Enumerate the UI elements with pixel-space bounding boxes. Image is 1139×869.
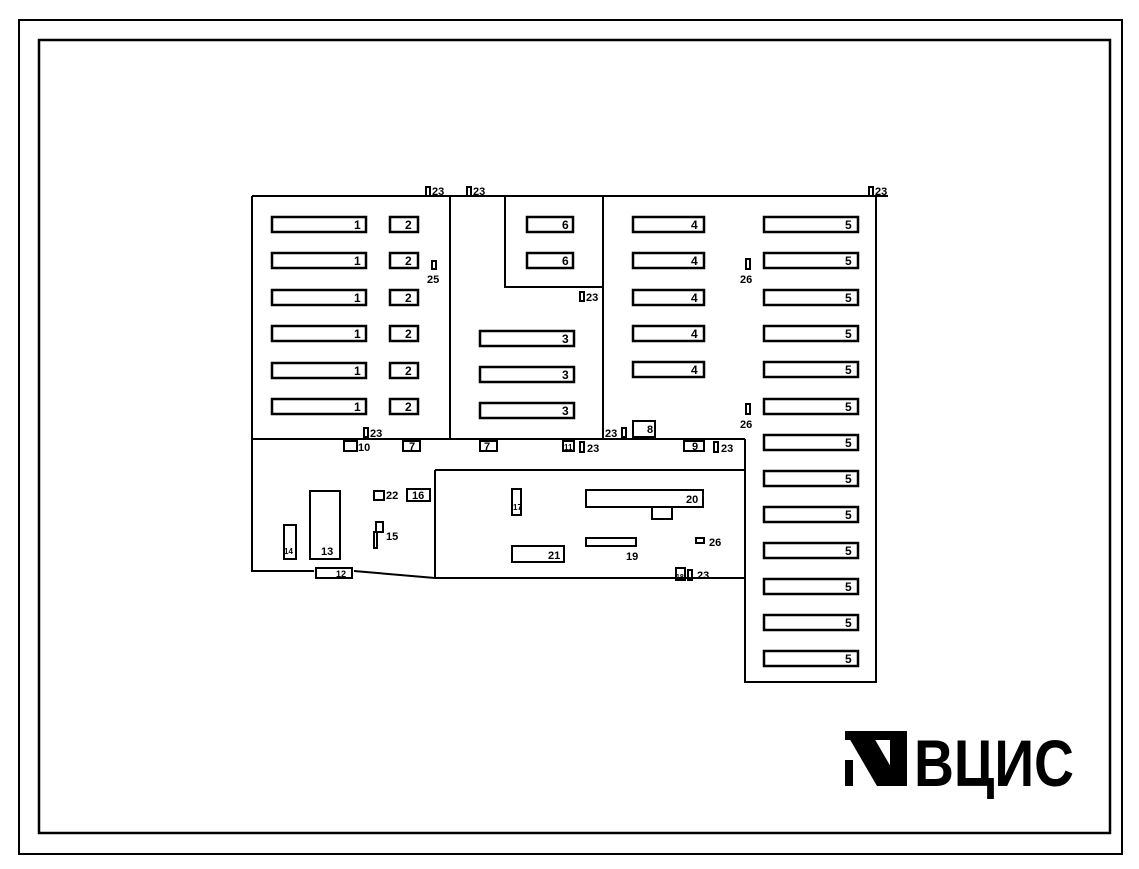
- small-equipment: [283, 186, 874, 581]
- label-3: 3: [562, 332, 569, 346]
- label-23: 23: [697, 570, 709, 582]
- label-14: 14: [284, 547, 293, 556]
- inner-frame: [37, 38, 1112, 835]
- label-2: 2: [405, 400, 412, 414]
- label-16: 16: [412, 490, 424, 502]
- label-2: 2: [405, 254, 412, 268]
- label-21: 21: [548, 550, 560, 562]
- label-4: 4: [691, 218, 698, 232]
- label-23: 23: [605, 428, 617, 440]
- outer-frame: [18, 19, 1123, 855]
- label-15: 15: [386, 531, 398, 543]
- label-6: 6: [562, 254, 569, 268]
- label-1: 1: [354, 291, 361, 305]
- label-10: 10: [358, 442, 370, 454]
- logo: ВЦИС: [845, 726, 1074, 800]
- logo-emblem-icon: [845, 731, 907, 786]
- label-13: 13: [321, 546, 333, 558]
- label-25: 25: [427, 274, 439, 286]
- label-5: 5: [845, 327, 852, 341]
- label-6: 6: [562, 218, 569, 232]
- label-5: 5: [845, 580, 852, 594]
- label-23: 23: [586, 292, 598, 304]
- building-outline: [251, 195, 888, 683]
- label-5: 5: [845, 472, 852, 486]
- label-3: 3: [562, 404, 569, 418]
- label-12: 12: [336, 569, 346, 579]
- number-labels: 1 1 1 1 1 1 2 2 2 2 2 2 3 3 3 6 6 4 4 4 …: [354, 218, 852, 666]
- label-4: 4: [691, 291, 698, 305]
- label-23: 23: [432, 186, 444, 198]
- label-8: 8: [647, 424, 653, 436]
- label-5: 5: [845, 218, 852, 232]
- equipment: [270, 215, 860, 668]
- label-26: 26: [740, 419, 752, 431]
- small-labels: 23 23 23 25 23 26 26 23 23 8 10 7 7 11 2…: [284, 186, 887, 582]
- label-1: 1: [354, 364, 361, 378]
- label-7: 7: [484, 441, 490, 453]
- label-4: 4: [691, 327, 698, 341]
- label-5: 5: [845, 363, 852, 377]
- label-5: 5: [845, 652, 852, 666]
- label-5: 5: [845, 508, 852, 522]
- label-17: 17: [513, 503, 522, 512]
- label-26: 26: [740, 274, 752, 286]
- label-1: 1: [354, 218, 361, 232]
- label-5: 5: [845, 616, 852, 630]
- label-2: 2: [405, 218, 412, 232]
- label-23: 23: [721, 443, 733, 455]
- label-2: 2: [405, 364, 412, 378]
- label-5: 5: [845, 400, 852, 414]
- label-2: 2: [405, 291, 412, 305]
- label-23: 23: [473, 186, 485, 198]
- label-22: 22: [386, 490, 398, 502]
- label-5: 5: [845, 254, 852, 268]
- label-19: 19: [626, 551, 638, 563]
- label-1: 1: [354, 254, 361, 268]
- label-1: 1: [354, 327, 361, 341]
- label-1: 1: [354, 400, 361, 414]
- label-26: 26: [709, 537, 721, 549]
- label-18: 18: [676, 574, 684, 581]
- label-9: 9: [692, 441, 698, 453]
- logo-text: ВЦИС: [914, 726, 1074, 800]
- label-5: 5: [845, 544, 852, 558]
- label-23: 23: [875, 186, 887, 198]
- label-3: 3: [562, 368, 569, 382]
- label-23: 23: [587, 443, 599, 455]
- label-23: 23: [370, 428, 382, 440]
- label-11: 11: [564, 443, 573, 452]
- label-5: 5: [845, 436, 852, 450]
- label-4: 4: [691, 363, 698, 377]
- label-20: 20: [686, 494, 698, 506]
- label-7: 7: [409, 441, 415, 453]
- label-5: 5: [845, 291, 852, 305]
- label-4: 4: [691, 254, 698, 268]
- label-2: 2: [405, 327, 412, 341]
